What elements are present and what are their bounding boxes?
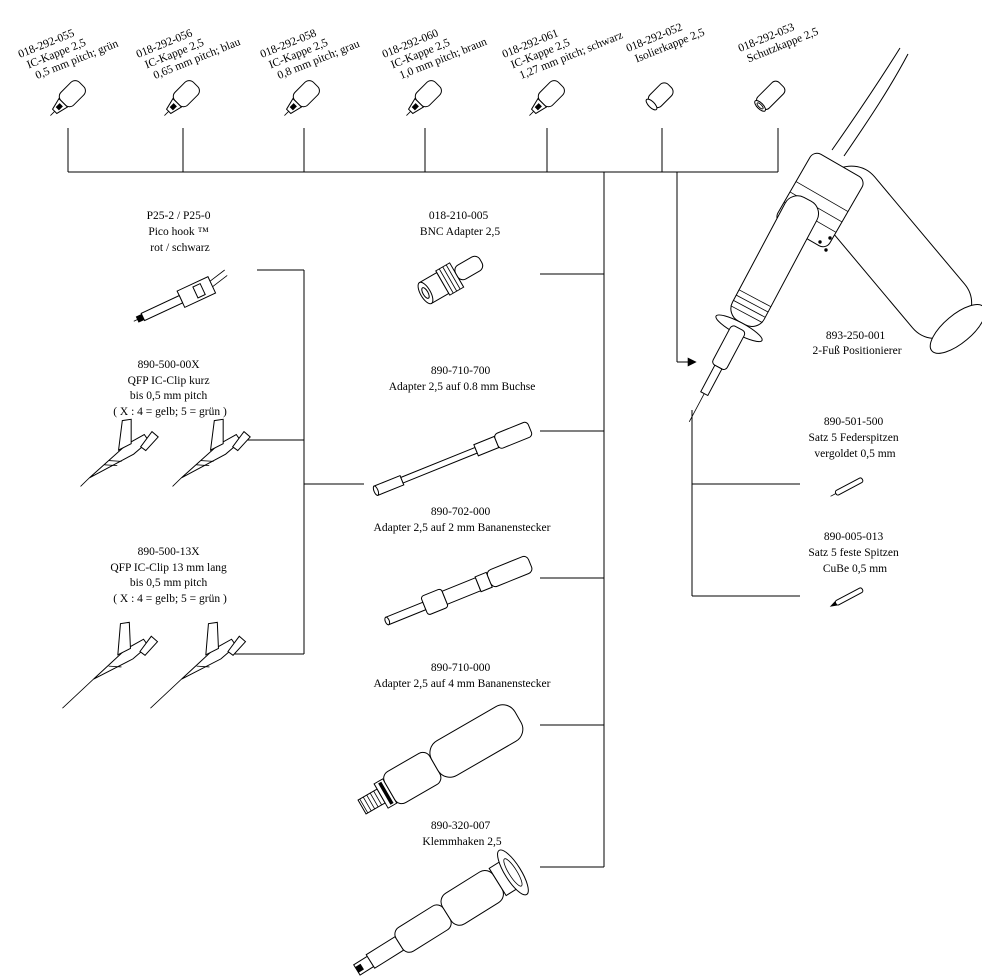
pico-hook-label: P25-2 / P25-0 Pico hook ™ rot / schwarz	[147, 210, 214, 254]
cap-label: 018-292-052 Isolierkappe 2,5	[625, 14, 707, 67]
qfp-clip-short-icon	[172, 418, 251, 487]
ic-cap-icon	[406, 80, 442, 116]
adapter-4mm-icon	[357, 704, 524, 815]
cap-label: 018-292-058 IC-Kappe 2,5 0,8 mm pitch; g…	[259, 14, 362, 85]
qfp-clip-long-icon	[150, 621, 247, 709]
bnc-adapter-icon	[417, 255, 484, 305]
connector-lines	[67, 128, 800, 868]
adapter-4mm-label: 890-710-000 Adapter 2,5 auf 4 mm Bananen…	[374, 662, 551, 690]
right-labels: 893-250-001 2-Fuß Positionierer 890-501-…	[808, 330, 901, 575]
center-labels: 018-210-005 BNC Adapter 2,5 890-710-700 …	[374, 210, 551, 848]
qfp-clip-short-icon	[80, 418, 159, 487]
cap-label: 018-292-055 IC-Kappe 2,5 0,5 mm pitch; g…	[17, 14, 121, 85]
qfp-clip-long-icon	[62, 621, 159, 709]
protective-cap-icon	[754, 80, 786, 112]
bnc-adapter-label: 018-210-005 BNC Adapter 2,5	[420, 210, 500, 238]
cap-label: 018-292-061 IC-Kappe 2,5 1,27 mm pitch; …	[501, 5, 625, 85]
adapter-08mm-icon	[372, 421, 533, 497]
cap-label: 018-292-056 IC-Kappe 2,5 0,65 mm pitch; …	[135, 12, 243, 85]
spring-tip-icon	[830, 477, 864, 497]
ic-cap-icon	[164, 80, 200, 116]
ic-cap-illustrations	[50, 80, 786, 116]
ic-cap-icon	[50, 80, 86, 116]
clamp-hook-label: 890-320-007 Klemmhaken 2,5	[422, 820, 501, 848]
positioner-illustration	[688, 47, 982, 423]
insulating-cap-icon	[645, 82, 674, 111]
spring-tips-label: 890-501-500 Satz 5 Federspitzen vergolde…	[809, 416, 902, 460]
qfp-clip-long-label: 890-500-13X QFP IC-Clip 13 mm lang bis 0…	[110, 546, 229, 605]
cap-label: 018-292-060 IC-Kappe 2,5 1,0 mm pitch; b…	[381, 12, 489, 85]
adapter-2mm-label: 890-702-000 Adapter 2,5 auf 2 mm Bananen…	[374, 506, 551, 534]
adapter-08mm-label: 890-710-700 Adapter 2,5 auf 0.8 mm Buchs…	[389, 365, 536, 393]
qfp-clip-short-label: 890-500-00X QFP IC-Clip kurz bis 0,5 mm …	[113, 359, 227, 418]
clamp-hook-icon	[353, 849, 529, 976]
fixed-tip-icon	[829, 587, 864, 607]
ic-cap-icon	[529, 80, 565, 116]
left-labels: P25-2 / P25-0 Pico hook ™ rot / schwarz …	[110, 210, 229, 605]
positioner-label: 893-250-001 2-Fuß Positionierer	[812, 330, 901, 357]
fixed-tips-label: 890-005-013 Satz 5 feste Spitzen CuBe 0,…	[808, 531, 901, 575]
pico-hook-illustration	[133, 269, 228, 323]
cap-label: 018-292-053 Schutzkappe 2,5	[737, 14, 821, 67]
adapter-2mm-icon	[384, 555, 533, 626]
cap-labels: 018-292-055 IC-Kappe 2,5 0,5 mm pitch; g…	[17, 5, 821, 85]
ic-cap-icon	[284, 80, 320, 116]
